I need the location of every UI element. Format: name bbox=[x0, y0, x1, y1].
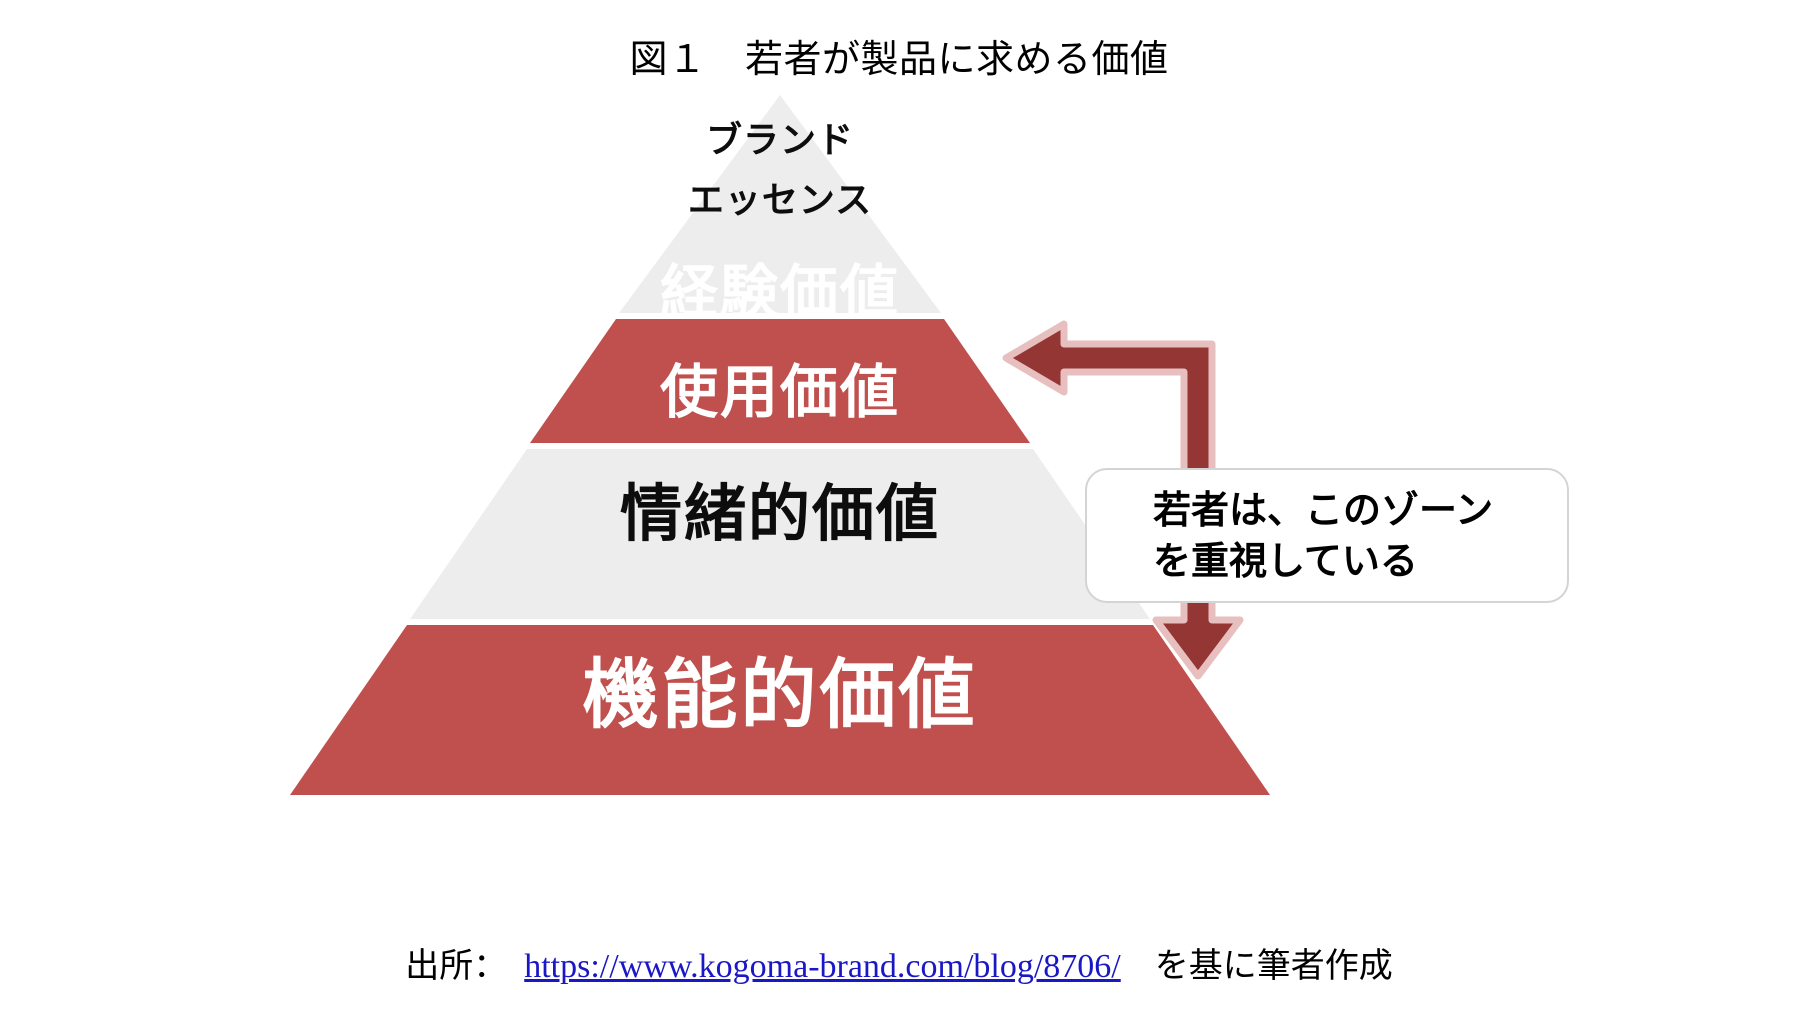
pyramid-label-functional-value: 機能的価値 bbox=[582, 650, 978, 739]
callout-text-line2: を重視している bbox=[1153, 538, 1418, 583]
pyramid-label-use-value: 使用価値 bbox=[659, 358, 900, 426]
pyramid-label-emotional-value: 情緒的価値 bbox=[619, 477, 940, 550]
callout-box: 若者は、このゾーン を重視している bbox=[1085, 468, 1569, 603]
pyramid-label-brand-essence-line2: エッセンス bbox=[687, 180, 873, 221]
pyramid-shapes bbox=[290, 95, 1270, 795]
source-label: 出所： bbox=[405, 948, 525, 985]
callout-text-line1: 若者は、このゾーン bbox=[1153, 488, 1494, 533]
source-caption: 出所： https://www.kogoma-brand.com/blog/87… bbox=[0, 938, 1798, 987]
pyramid-band-brand-essence bbox=[619, 95, 941, 313]
source-url-link[interactable]: https://www.kogoma-brand.com/blog/8706/ bbox=[524, 948, 1121, 985]
pyramid-band-experience-use-value bbox=[530, 319, 1030, 443]
pyramid-band-emotional-value bbox=[410, 449, 1150, 619]
pyramid-diagram: ブランド エッセンス 経験価値 使用価値 情緒的価値 機能的価値 bbox=[250, 95, 1310, 810]
pyramid-label-experience-value: 経験価値 bbox=[659, 258, 900, 326]
figure-title: 図１ 若者が製品に求める価値 bbox=[629, 39, 1169, 81]
pyramid-label-brand-essence-line1: ブランド bbox=[705, 120, 854, 161]
pyramid-band-functional-value bbox=[290, 625, 1270, 795]
source-tail-text: を基に筆者作成 bbox=[1120, 948, 1393, 985]
